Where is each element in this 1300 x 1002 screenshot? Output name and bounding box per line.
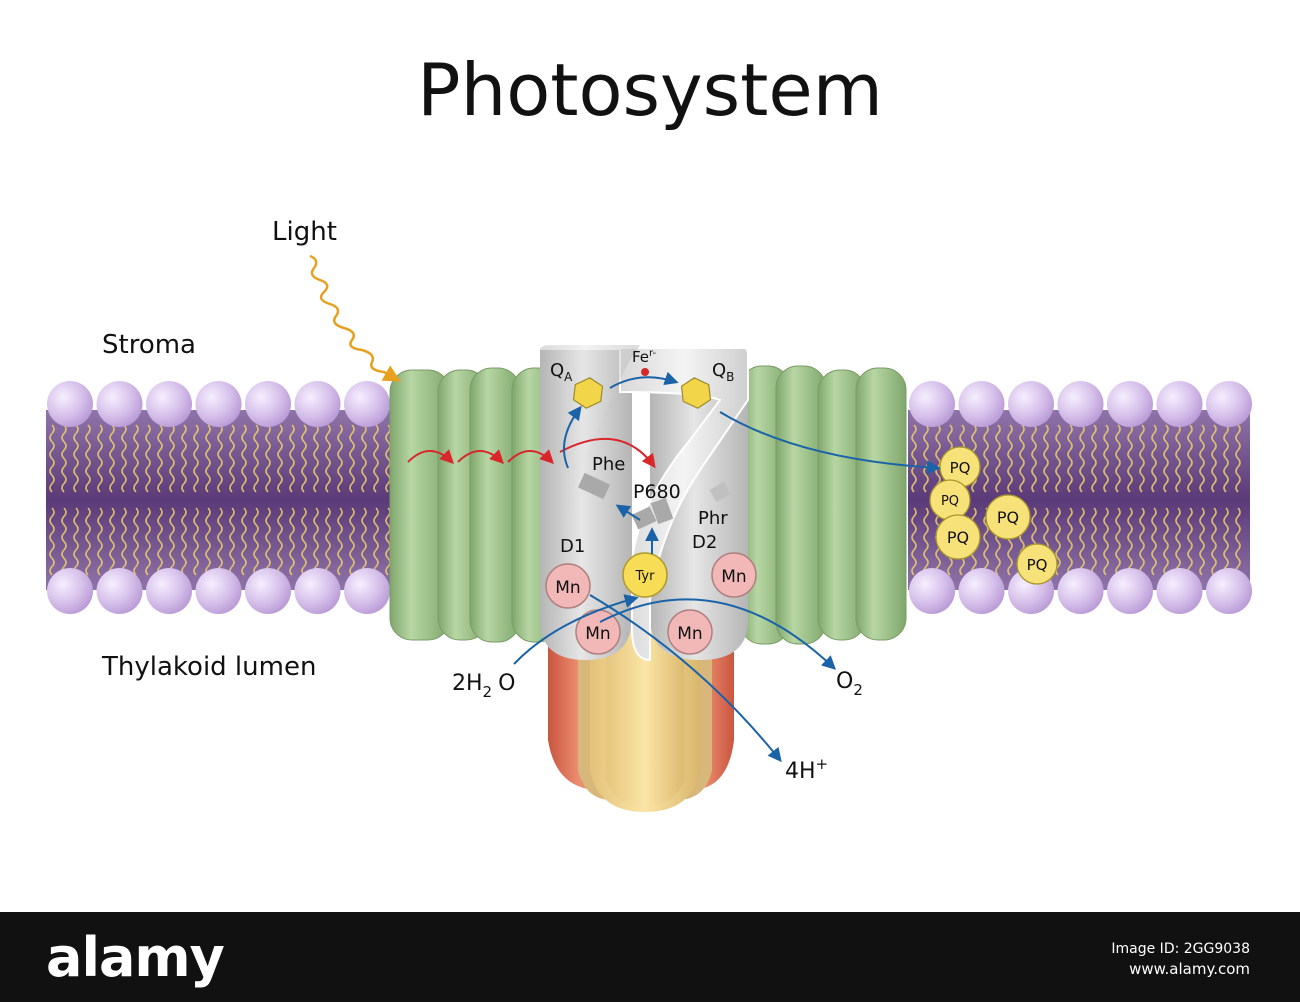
mn-label: Mn: [721, 567, 746, 587]
mn-label: Mn: [585, 624, 610, 644]
tyr-label: Tyr: [635, 569, 656, 584]
lipid-head: [196, 568, 242, 614]
lipid-head: [47, 568, 93, 614]
alamy-logo: alamy: [46, 926, 224, 989]
light-label: Light: [272, 217, 337, 247]
pq-label: PQ: [941, 494, 959, 509]
phe-label: Phe: [592, 454, 625, 475]
lipid-head: [295, 381, 341, 427]
lipid-head: [344, 381, 390, 427]
oxygen-label: O2: [836, 669, 863, 699]
lipid-head: [146, 381, 192, 427]
membrane-left: [46, 381, 391, 614]
pq-label: PQ: [1027, 556, 1048, 574]
lipid-head: [1206, 568, 1252, 614]
lipid-head: [959, 381, 1005, 427]
pq-label: PQ: [947, 528, 969, 547]
footer-bar: alamy Image ID: 2GG9038 www.alamy.com: [0, 912, 1300, 1002]
lipid-head: [344, 568, 390, 614]
lipid-head: [909, 568, 955, 614]
lipid-head: [1107, 568, 1153, 614]
protons-label: 4H+: [785, 755, 828, 784]
antenna-cylinder: [856, 368, 906, 640]
lipid-head: [146, 568, 192, 614]
lipid-head: [97, 381, 143, 427]
mn-label: Mn: [555, 578, 580, 598]
lipid-head: [245, 381, 291, 427]
stroma-label: Stroma: [102, 330, 196, 360]
lipid-head: [1157, 568, 1203, 614]
lipid-head: [1058, 381, 1104, 427]
mn-label: Mn: [677, 624, 702, 644]
lipid-head: [47, 381, 93, 427]
lipid-head: [196, 381, 242, 427]
d1-label: D1: [560, 536, 585, 557]
lipid-head: [959, 568, 1005, 614]
photosystem-diagram: Light Stroma Thylakoid lumen QA QB Fer- …: [0, 0, 1300, 912]
lipid-head: [1157, 381, 1203, 427]
lipid-head: [97, 568, 143, 614]
light-wave: [310, 256, 398, 380]
lipid-head: [1058, 568, 1104, 614]
phr-label: Phr: [698, 508, 728, 529]
lipid-head: [295, 568, 341, 614]
lipid-head: [1008, 381, 1054, 427]
d2-label: D2: [692, 532, 717, 553]
pq-label: PQ: [997, 508, 1019, 527]
lipid-head: [245, 568, 291, 614]
lipid-head: [909, 381, 955, 427]
pq-label: PQ: [950, 459, 971, 477]
image-id: Image ID: 2GG9038: [1111, 940, 1250, 958]
lipid-head: [1206, 381, 1252, 427]
lipid-head: [1107, 381, 1153, 427]
lumen-label: Thylakoid lumen: [101, 652, 316, 682]
footer-url[interactable]: www.alamy.com: [1129, 960, 1250, 978]
p680-label: P680: [633, 481, 681, 503]
